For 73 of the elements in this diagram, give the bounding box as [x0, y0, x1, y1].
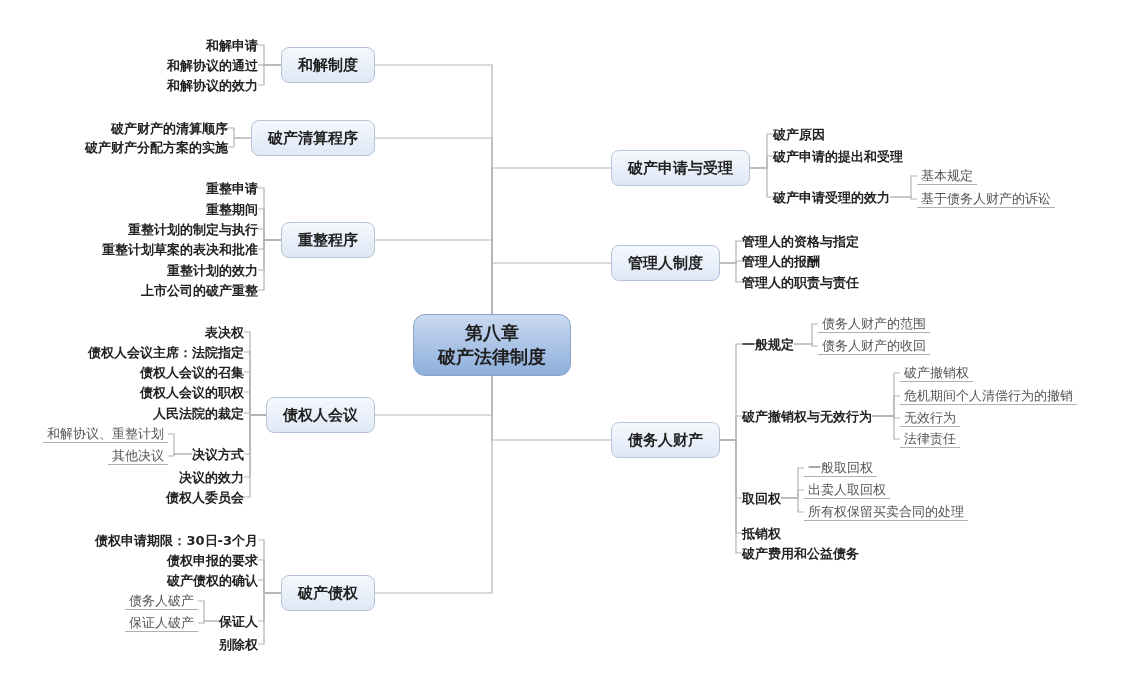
subtopic-text: 抵销权 [742, 524, 781, 542]
detail-text: 保证人破产 [125, 614, 198, 632]
subtopic-text: 和解协议的效力 [167, 76, 258, 94]
subtopic-text: 管理人的职责与责任 [742, 273, 859, 291]
subtopic-text: 管理人的资格与指定 [742, 232, 859, 250]
branch-topic-box: 破产清算程序 [251, 120, 375, 156]
connector-line [719, 439, 743, 554]
connector-line [780, 497, 805, 513]
subtopic-text: 破产申请的提出和受理 [773, 147, 903, 165]
branch-topic-box: 重整程序 [281, 222, 375, 258]
root-topic-box: 第八章 破产法律制度 [413, 314, 571, 376]
detail-text: 债务人破产 [125, 592, 198, 610]
subtopic-text: 破产财产的清算顺序 [111, 119, 228, 137]
subtopic-text: 破产原因 [773, 125, 825, 143]
subtopic-text: 破产财产分配方案的实施 [85, 138, 228, 156]
subtopic-text: 决议的效力 [179, 468, 244, 486]
branch-topic-box: 债务人财产 [611, 422, 720, 458]
subtopic-text: 和解申请 [206, 36, 258, 54]
detail-text: 法律责任 [900, 430, 960, 448]
detail-text: 债务人财产的范围 [818, 315, 930, 333]
subtopic-text: 别除权 [219, 635, 258, 653]
subtopic-text: 破产费用和公益债务 [742, 544, 859, 562]
detail-text: 和解协议、重整计划 [43, 425, 168, 443]
branch-topic-box: 和解制度 [281, 47, 375, 83]
subtopic-text: 破产撤销权与无效行为 [742, 407, 872, 425]
connector-line [719, 262, 743, 283]
subtopic-text: 重整计划的制定与执行 [128, 220, 258, 238]
branch-topic-box: 破产申请与受理 [611, 150, 750, 186]
detail-text: 基本规定 [917, 167, 977, 185]
branch-topic-box: 债权人会议 [266, 397, 375, 433]
detail-text: 无效行为 [900, 409, 960, 427]
subtopic-text: 管理人的报酬 [742, 252, 820, 270]
subtopic-text: 债权申报的要求 [167, 551, 258, 569]
detail-text: 出卖人取回权 [804, 481, 890, 499]
subtopic-text: 破产债权的确认 [167, 571, 258, 589]
subtopic-text: 和解协议的通过 [167, 56, 258, 74]
detail-text: 债务人财产的收回 [818, 337, 930, 355]
subtopic-text: 上市公司的破产重整 [141, 281, 258, 299]
connector-line [889, 196, 918, 200]
detail-text: 基于债务人财产的诉讼 [917, 190, 1055, 208]
subtopic-text: 重整计划草案的表决和批准 [102, 240, 258, 258]
connector-line [197, 620, 220, 624]
subtopic-text: 债权申请期限：30日-3个月 [95, 531, 258, 549]
connector-line [491, 375, 612, 441]
subtopic-text: 债权人会议主席：法院指定 [88, 343, 244, 361]
subtopic-text: 重整期间 [206, 200, 258, 218]
branch-topic-box: 管理人制度 [611, 245, 720, 281]
subtopic-text: 表决权 [205, 323, 244, 341]
connector-line [257, 239, 282, 291]
detail-text: 其他决议 [108, 447, 168, 465]
connector-line [243, 414, 267, 498]
subtopic-text: 债权人委员会 [166, 488, 244, 506]
detail-text: 一般取回权 [804, 459, 877, 477]
subtopic-text: 破产申请受理的效力 [773, 188, 890, 206]
connector-line [167, 453, 193, 457]
branch-topic-box: 破产债权 [281, 575, 375, 611]
subtopic-text: 债权人会议的职权 [140, 383, 244, 401]
subtopic-text: 一般规定 [742, 335, 794, 353]
subtopic-text: 决议方式 [192, 445, 244, 463]
detail-text: 破产撤销权 [900, 364, 973, 382]
subtopic-text: 债权人会议的召集 [140, 363, 244, 381]
connector-line [227, 137, 252, 148]
detail-text: 危机期间个人清偿行为的撤销 [900, 387, 1077, 405]
connector-line [793, 343, 819, 347]
detail-text: 所有权保留买卖合同的处理 [804, 503, 968, 521]
connector-line [257, 64, 282, 86]
subtopic-text: 取回权 [742, 489, 781, 507]
subtopic-text: 重整申请 [206, 179, 258, 197]
connector-line [871, 415, 901, 440]
connector-line [749, 167, 774, 198]
subtopic-text: 重整计划的效力 [167, 261, 258, 279]
subtopic-text: 保证人 [219, 612, 258, 630]
subtopic-text: 人民法院的裁定 [153, 404, 244, 422]
